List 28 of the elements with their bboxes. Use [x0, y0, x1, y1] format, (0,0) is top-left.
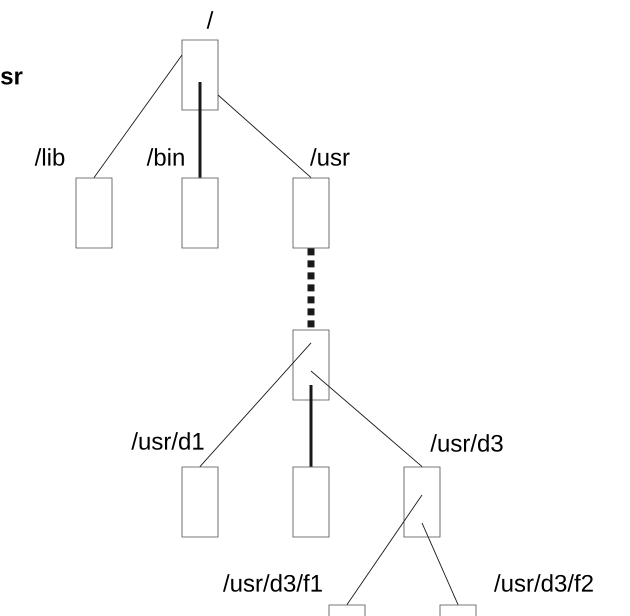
- node-label: /usr/d3: [430, 434, 503, 452]
- directory-box: /usr: [292, 148, 350, 248]
- heading-fragment: sr: [1, 71, 23, 85]
- node-label: /usr/d1: [131, 432, 204, 450]
- tree-line: [198, 82, 202, 178]
- tree-line: [94, 54, 182, 178]
- tree-line: [200, 342, 312, 468]
- node-label: /usr/d3/f1: [222, 574, 322, 592]
- node-label: /bin: [146, 148, 184, 166]
- directory-box: /usr/d3: [404, 434, 503, 538]
- tree-line: [310, 384, 312, 467]
- directory-box: [292, 466, 330, 538]
- node-label: /usr: [310, 148, 350, 166]
- tree-line: [310, 370, 422, 468]
- tree-line: [346, 494, 422, 606]
- directory-box: /usr/d3/f2: [440, 574, 593, 616]
- node-label: /: [206, 11, 214, 29]
- node-label: /usr/d3/f2: [494, 574, 593, 592]
- node-label: /lib: [34, 148, 64, 166]
- tree-line: [218, 94, 312, 178]
- mount-link: [308, 248, 314, 330]
- directory-box: /usr/d3/f1: [222, 574, 366, 616]
- directory-box: /lib: [34, 148, 112, 248]
- directory-box: /: [182, 11, 218, 110]
- directory-box: [292, 330, 330, 400]
- directory-box: /bin: [146, 148, 218, 248]
- directory-box: /usr/d1: [131, 432, 218, 538]
- tree-line: [422, 522, 458, 606]
